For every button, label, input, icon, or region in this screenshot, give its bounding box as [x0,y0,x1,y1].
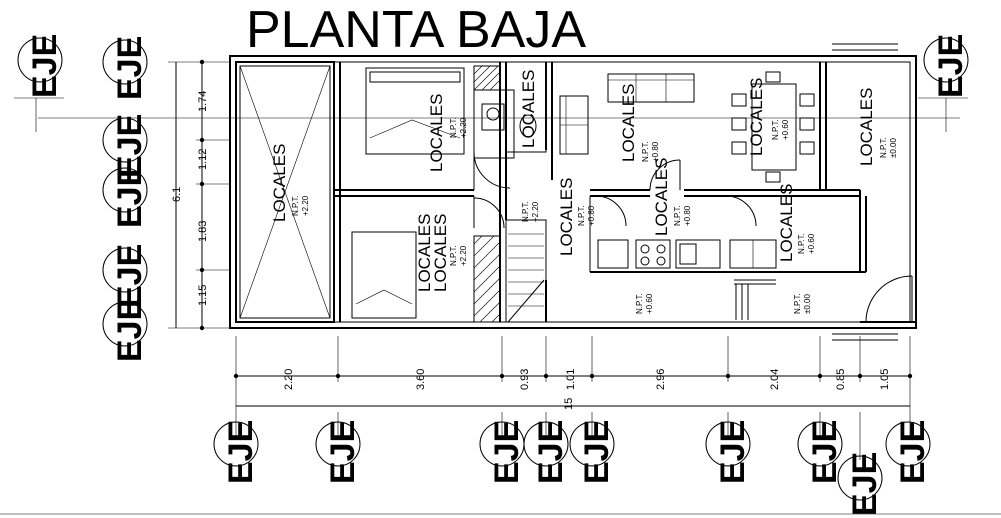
dim-h-3: 0.93 [519,369,531,390]
dim-v-3: 1.83 [197,221,209,242]
double-height-void [239,65,331,319]
npt-label: N.P.T. [879,137,888,158]
axis-label: EJE [222,420,260,484]
kitchen-appliances [597,239,777,269]
npt-label: N.P.T. [771,119,780,140]
dim-v-4: 1.15 [197,285,209,306]
npt-value: +0.60 [645,293,654,314]
axis-label: EJE [111,298,149,362]
npt-value: +0.80 [651,141,660,162]
doors [473,151,913,323]
vertical-dimensions: 1.74 1.12 1.83 1.15 6.1 [168,59,230,331]
npt-label: N.P.T. [291,195,300,216]
axis-label: EJE [932,34,970,98]
staircase [507,233,545,323]
axis-label: EJE [714,420,752,484]
room-label-bedroom-lower-2: LOCALES [431,214,450,292]
npt-label: N.P.T. [449,245,458,266]
dim-h-8: 1.05 [879,369,891,390]
npt-label: N.P.T. [641,141,650,162]
npt-value: +2.20 [301,195,310,216]
room-label-bath: LOCALES [519,70,538,148]
npt-value: +0.60 [781,119,790,140]
npt-label: N.P.T. [797,233,806,254]
axis-label: EJE [324,420,362,484]
dim-h-total: 15 [563,398,575,410]
room-label-bedroom-upper: LOCALES [427,94,446,172]
toilet [481,103,537,138]
dim-h-4: 1.01 [565,369,577,390]
npt-value: +2.20 [531,201,540,222]
npt-value: ±0.00 [803,293,812,314]
dim-h-6: 2.04 [769,369,781,390]
axis-label: EJE [806,420,844,484]
dim-v-total: 6.1 [171,187,183,202]
closet-hatch [473,65,501,323]
axis-label: EJE [846,452,884,516]
npt-label: N.P.T. [793,293,802,314]
level-markers: N.P.T. +2.20 N.P.T. +2.20 N.P.T. +2.20 N… [291,117,898,314]
axis-label: EJE [578,420,616,484]
npt-value: +0.60 [807,233,816,254]
npt-value: +2.20 [459,117,468,138]
axis-label: EJE [111,36,149,100]
room-label-left: LOCALES [270,144,289,222]
npt-value: +0.80 [587,205,596,226]
room-label-kitchen: LOCALES [652,158,671,236]
room-labels: LOCALES LOCALES LOCALES LOCALES LOCALES … [270,70,876,292]
room-label-garage: LOCALES [857,88,876,166]
room-label-hall: LOCALES [557,178,576,256]
dim-v-1: 1.74 [197,91,209,112]
npt-value: +2.20 [459,245,468,266]
npt-label: N.P.T. [673,205,682,226]
room-label-living: LOCALES [619,84,638,162]
axis-label: EJE [488,420,526,484]
bed-upper [365,67,465,155]
dim-v-2: 1.12 [197,149,209,170]
npt-value: ±0.00 [889,137,898,158]
room-label-bedroom-lower-1: LOCALES [415,214,434,292]
sofa [559,73,695,155]
axis-label: EJE [111,244,149,308]
room-label-laundry: LOCALES [777,184,796,262]
npt-label: N.P.T. [449,117,458,138]
plan-title: PLANTA BAJA [246,1,586,59]
axis-bubbles-left: EJE EJE EJE EJE EJE EJE [17,34,149,362]
npt-label: N.P.T. [577,205,586,226]
entry-steps [734,279,776,320]
dim-h-2: 3.60 [415,369,427,390]
dim-h-1: 2.20 [283,369,295,390]
axis-label: EJE [894,420,932,484]
npt-label: N.P.T. [521,201,530,222]
dim-h-7: 0.85 [835,369,847,390]
horizontal-dimensions: 2.20 3.60 0.93 1.01 2.96 2.04 0.85 1.05 … [233,336,913,412]
interior-walls [235,43,916,341]
axis-label: EJE [26,34,64,98]
dining-table [731,71,815,183]
room-label-dining: LOCALES [747,78,766,156]
axis-bubble-right: EJE [923,34,970,98]
axis-label: EJE [111,114,149,178]
axis-bubbles-bottom: EJE EJE EJE EJE EJE EJE EJE EJE EJE [213,420,932,516]
axis-label: EJE [111,164,149,228]
axis-label: EJE [532,420,570,484]
dim-h-5: 2.96 [655,369,667,390]
npt-label: N.P.T. [635,293,644,314]
bed-lower [351,231,417,319]
axis-lines [0,97,1001,515]
npt-value: +0.80 [683,205,692,226]
